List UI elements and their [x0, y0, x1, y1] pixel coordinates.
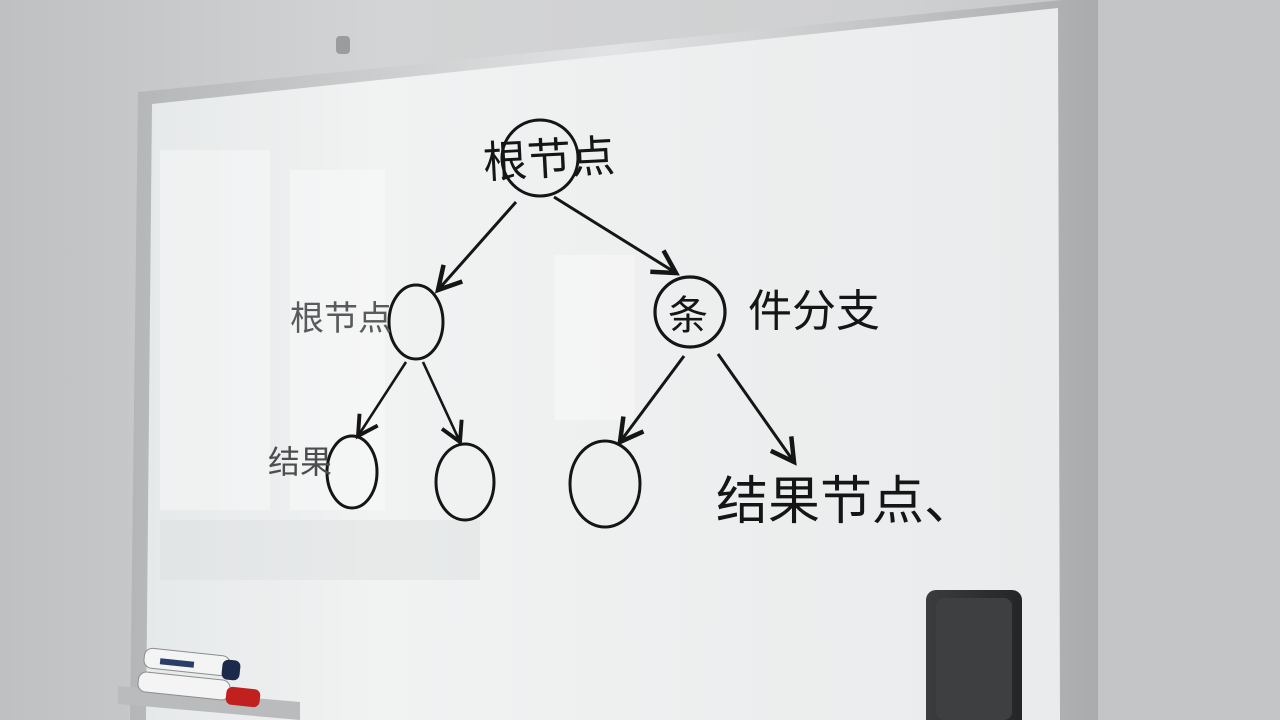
arrow-left-to-result: [355, 361, 408, 440]
marker-pens: [137, 647, 261, 708]
arrow-condition-to-leaf: [617, 355, 686, 446]
root-node-label: 根节点: [481, 131, 617, 189]
condition-node-char: 条: [668, 293, 708, 339]
hanger-clip: [336, 36, 350, 54]
leaf-circle-2: [434, 442, 496, 522]
leaf-circle-3: [568, 439, 642, 529]
left-result-label: 结果: [268, 443, 333, 481]
result-node-label: 结果节点、: [716, 472, 977, 532]
left-node-circle: [387, 283, 445, 361]
arrow-left-to-leaf: [421, 361, 464, 446]
whiteboard-surface: [146, 8, 1060, 720]
wall-right: [1095, 0, 1280, 720]
window-reflection: [160, 150, 635, 580]
eraser: [926, 590, 1022, 720]
arrow-root-to-condition: [553, 195, 680, 276]
root-node-circle: [500, 118, 580, 198]
left-node-label: 根节点: [290, 299, 392, 339]
marker-tray: [118, 686, 300, 720]
arrow-condition-to-result: [716, 353, 797, 466]
condition-node-circle: [653, 275, 727, 349]
condition-branch-label: 件分支: [748, 286, 880, 337]
left-result-leaf-circle: [325, 434, 379, 510]
arrow-root-to-left: [434, 201, 518, 294]
